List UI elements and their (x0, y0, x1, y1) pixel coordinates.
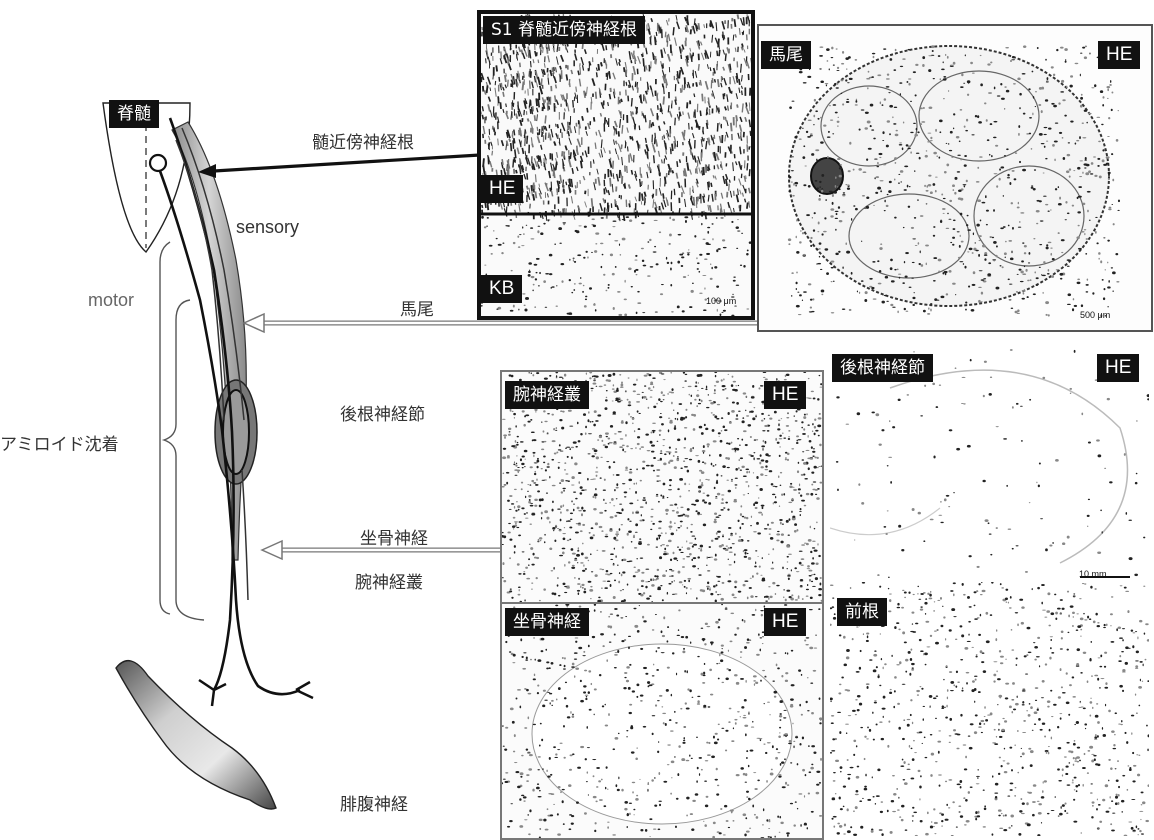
label-brachial: 腕神経叢 (355, 568, 423, 593)
motor-ending-icon (199, 680, 226, 706)
spinal-cord-tag: 脊髄 (109, 100, 159, 128)
motor-bracket (160, 242, 170, 614)
amyloid-brace (164, 300, 204, 620)
motor-label: motor (88, 290, 134, 311)
arrowhead-sciatic-icon (262, 541, 282, 559)
s1-texture (481, 14, 751, 316)
sciatic-title: 坐骨神経 (505, 608, 589, 636)
drg-ganglion-inner (223, 390, 249, 474)
drg-scale: 10 mm (1079, 569, 1107, 579)
s1-scale: 100 μm (706, 296, 736, 306)
cauda-scale: 500 μm (1080, 310, 1110, 320)
cauda-title: 馬尾 (761, 41, 811, 69)
sensory-ending-icon (296, 682, 313, 698)
arrow-paraspinal-root (214, 155, 480, 171)
label-paraspinal-root: 髄近傍神経根 (312, 128, 414, 153)
sensory-label: sensory (236, 217, 299, 238)
label-sciatic: 坐骨神経 (360, 524, 428, 549)
label-cauda-equina: 馬尾 (400, 295, 434, 320)
sciatic-texture (502, 604, 822, 838)
panel-s1-root (477, 10, 755, 320)
brachial-title: 腕神経叢 (505, 381, 589, 409)
label-sural: 腓腹神経 (340, 790, 408, 815)
amyloid-label: アミロイド沈着 (0, 430, 119, 455)
panel-sciatic (500, 602, 824, 840)
sensory-neuron-soma (150, 155, 166, 171)
brachial-he-tag: HE (764, 381, 806, 409)
s1-he-tag: HE (481, 175, 523, 203)
anterior-title: 前根 (837, 598, 887, 626)
panel-cauda-equina (757, 24, 1153, 332)
cauda-texture (759, 26, 1151, 330)
label-drg: 後根神経節 (340, 400, 425, 425)
fiber-c (242, 470, 248, 600)
muscle-shape (116, 661, 276, 809)
s1-kb-tag: KB (481, 275, 522, 303)
sciatic-he-tag: HE (764, 608, 806, 636)
s1-root-title: S1 脊髄近傍神経根 (483, 16, 645, 44)
drg-title: 後根神経節 (832, 354, 933, 382)
cauda-he-tag: HE (1098, 41, 1140, 69)
drg-texture (830, 348, 1149, 578)
drg-he-tag: HE (1097, 354, 1139, 382)
panel-drg (830, 348, 1149, 578)
arrowhead-cauda-icon (244, 314, 264, 332)
